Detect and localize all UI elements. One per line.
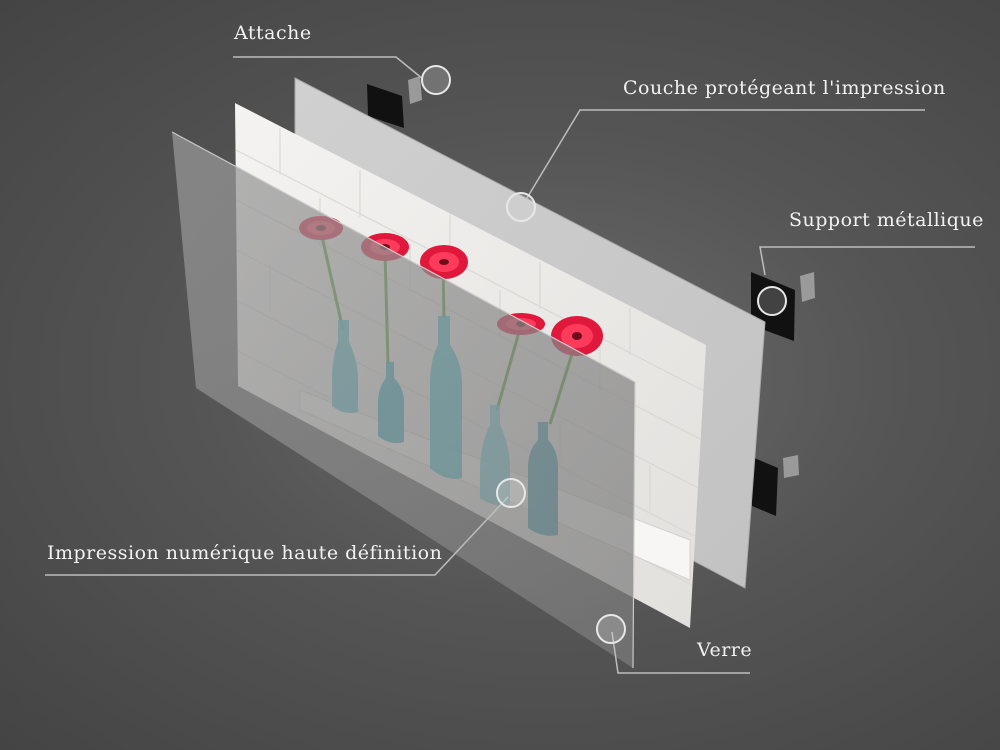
circle-marker-icon — [596, 614, 626, 644]
leader-lines — [45, 56, 975, 674]
circle-marker-icon — [496, 478, 526, 508]
gerbera-flower-icon — [420, 245, 468, 279]
label-verre: Verre — [697, 639, 753, 661]
circle-marker-icon — [421, 65, 451, 95]
markers — [421, 65, 787, 644]
label-impression: Impression numérique haute définition — [47, 542, 443, 564]
glass-layer — [172, 132, 635, 668]
circle-marker-icon — [757, 286, 787, 316]
circle-marker-icon — [506, 192, 536, 222]
label-couche: Couche protégeant l'impression — [623, 77, 946, 99]
metal-support-plates — [367, 76, 815, 516]
label-support: Support métallique — [789, 209, 984, 231]
label-attache: Attache — [234, 22, 312, 44]
